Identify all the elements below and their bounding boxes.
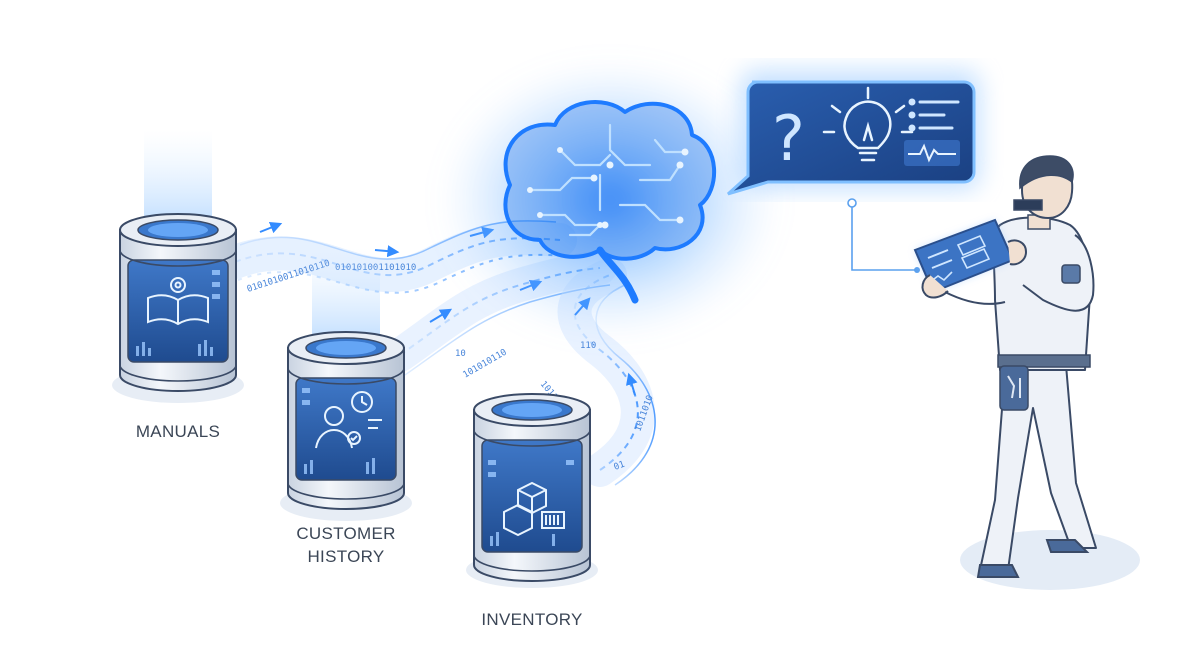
label-customer-history-line2: HISTORY xyxy=(307,547,385,566)
stream-glyphs-3: 10 xyxy=(455,349,466,359)
cylinder-customer-history xyxy=(280,248,412,521)
bubble-connector xyxy=(847,198,920,273)
question-mark-icon: ? xyxy=(772,102,805,175)
label-inventory-line1: INVENTORY xyxy=(481,610,583,629)
label-manuals-line1: MANUALS xyxy=(135,422,221,441)
user-clock-icon xyxy=(315,391,382,449)
list-icon xyxy=(908,98,960,132)
waveform-icon xyxy=(904,140,960,166)
label-customer-history-line1: CUSTOMER xyxy=(296,524,396,543)
technician-with-tablet xyxy=(913,155,1140,590)
lightbulb-icon xyxy=(822,86,914,162)
ai-brain-circuit-icon xyxy=(440,60,780,340)
book-gear-icon xyxy=(147,277,209,326)
boxes-barcode-icon xyxy=(503,481,565,537)
cylinder-inventory xyxy=(466,393,598,588)
label-customer-history: CUSTOMER HISTORY xyxy=(286,522,406,568)
stream-glyphs-4: 101010110 xyxy=(462,348,509,381)
label-inventory: INVENTORY xyxy=(472,608,592,631)
label-manuals: MANUALS xyxy=(128,420,228,443)
cylinder-manuals xyxy=(112,130,244,403)
stream-glyphs-7: 01 xyxy=(613,460,627,473)
stream-glyphs-5: 110 xyxy=(580,341,596,351)
output-bubble: ? xyxy=(726,70,980,196)
